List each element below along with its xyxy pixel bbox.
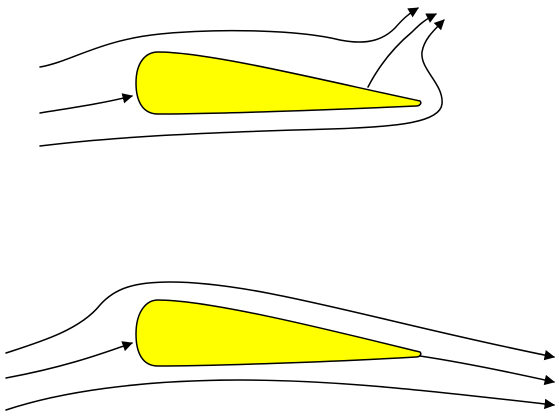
bottom-streamline-lower (6, 380, 554, 410)
bottom-panel (6, 282, 554, 410)
top-panel (40, 8, 444, 146)
top-streamline-upper (40, 8, 418, 67)
top-streamline-middle (40, 96, 132, 113)
top-streamline-branch (368, 14, 436, 87)
bottom-streamline-middle-trail (420, 356, 554, 382)
bottom-airfoil (136, 300, 421, 366)
top-airfoil (136, 52, 421, 114)
bottom-streamline-middle (6, 343, 132, 378)
